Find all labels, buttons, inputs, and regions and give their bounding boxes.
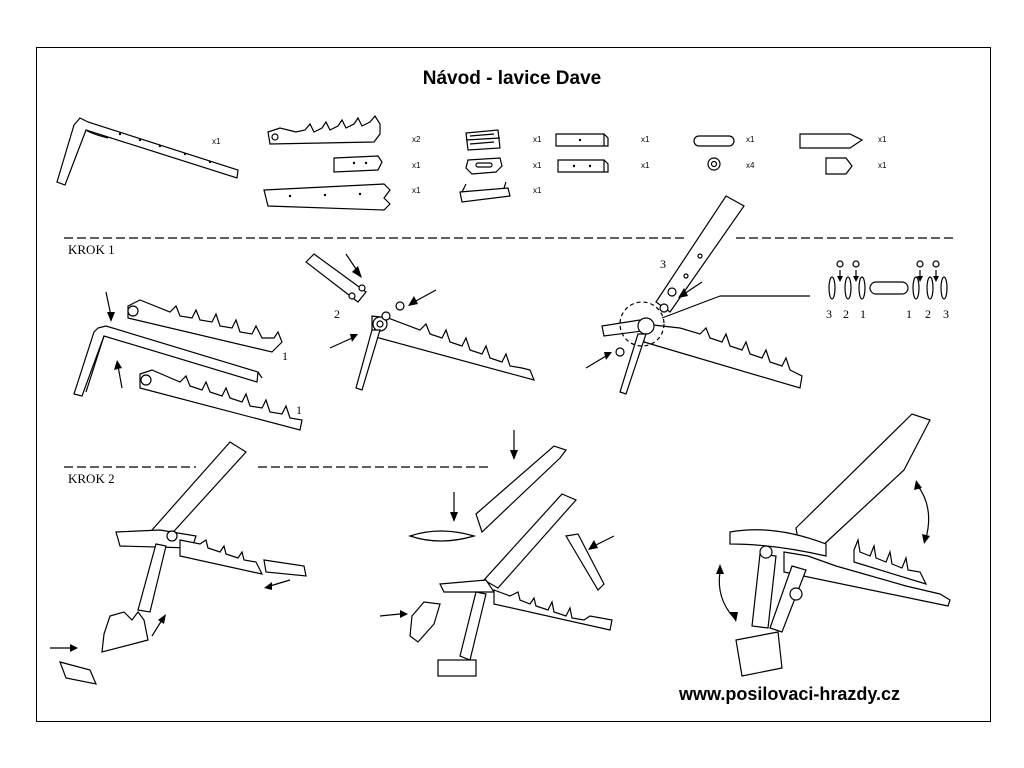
step-1-label: KROK 1: [68, 242, 115, 257]
step2-frame-assembly: [50, 441, 307, 685]
part-frame-with-leg: [56, 117, 239, 186]
part-block-b: [557, 159, 609, 173]
qty-block-b: x1: [641, 161, 650, 170]
washer-order-5: 2: [925, 307, 931, 321]
backrest-label: 2: [334, 307, 340, 321]
part-flat-plate: [333, 155, 383, 173]
parts-list: x1 x2 x1 x1 x1 x1 x1 x1 x1 x1 x4 x1 x1 x…: [56, 114, 887, 211]
qty-washer: x4: [746, 161, 755, 170]
part-bracket: [465, 129, 501, 151]
upright-label: 3: [660, 257, 666, 271]
qty-ratchet-bar: x2: [412, 135, 421, 144]
step1-upright-mount: 3: [585, 195, 810, 395]
part-pad-plate: [799, 133, 864, 149]
qty-small-pad: x1: [878, 161, 887, 170]
qty-hinge: x1: [533, 186, 542, 195]
part-ratchet-bar: [267, 114, 381, 145]
ratchet-label-upper: 1: [282, 349, 288, 363]
part-block-a: [555, 133, 609, 147]
washer-order-6: 3: [943, 307, 949, 321]
ratchet-label-lower: 1: [296, 403, 302, 417]
qty-bracket: x1: [533, 135, 542, 144]
qty-long-tube: x1: [412, 186, 421, 195]
washer-order-3: 1: [860, 307, 866, 321]
washer-order-1: 3: [826, 307, 832, 321]
step1-exploded-frame: 1 1: [73, 291, 303, 431]
qty-block-a: x1: [641, 135, 650, 144]
qty-clip: x1: [533, 161, 542, 170]
part-hinge: [459, 181, 511, 203]
step1-backrest-mount: 2: [305, 253, 536, 391]
washer-order-2: 2: [843, 307, 849, 321]
qty-frame: x1: [212, 137, 221, 146]
page-title: Návod - lavice Dave: [422, 68, 602, 89]
step2-finished-bench: [716, 413, 951, 677]
part-washer: [707, 157, 721, 171]
part-pin: [693, 135, 735, 147]
part-long-tube: [263, 183, 391, 211]
washer-order-detail: 3 2 1 1 2 3: [826, 260, 949, 321]
step2-backrest-assembly: [379, 430, 615, 677]
website-url: www.posilovaci-hrazdy.cz: [679, 684, 901, 704]
qty-pin: x1: [746, 135, 755, 144]
page-frame: [36, 47, 991, 722]
part-clip: [465, 157, 503, 175]
step-2-label: KROK 2: [68, 471, 115, 486]
qty-flat-plate: x1: [412, 161, 421, 170]
qty-pad-plate: x1: [878, 135, 887, 144]
washer-order-4: 1: [906, 307, 912, 321]
part-small-pad: [825, 157, 853, 175]
